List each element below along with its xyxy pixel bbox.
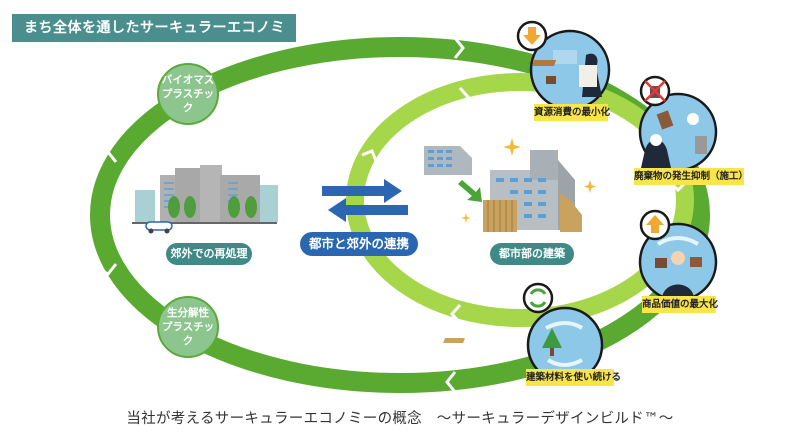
arrow-down-icon [523, 27, 541, 45]
no-trash-icon [644, 80, 666, 102]
outer-chevron-bottom [445, 371, 457, 393]
step-label-value: 商品価値の最大化 [642, 296, 718, 313]
step-label-minimize: 資源消費の最小化 [534, 104, 610, 121]
suburb-city-illustration [132, 165, 278, 234]
city-suburb-link-label: 都市と郊外の連携 [300, 232, 418, 256]
outer-chevron-left-upper [95, 150, 118, 163]
node-biomass-plastic: バイオマス プラスチック [157, 63, 219, 125]
suburb-reprocessing-label: 郊外での再処理 [166, 243, 252, 265]
arrow-right-icon [322, 179, 402, 203]
step-circle-value [638, 209, 718, 302]
inner-chevron-left [361, 149, 378, 162]
sparkle-icon [461, 138, 597, 223]
step-label-waste: 廃棄物の発生抑制（施工） [634, 168, 748, 185]
step-circle-waste [638, 75, 718, 172]
step-circle-reuse [443, 282, 604, 384]
step-label-reuse: 建築材料を使い続ける [526, 369, 621, 386]
node-label-line1: 生分解性 [167, 307, 209, 319]
inner-chevron-top [458, 87, 471, 107]
step-circle-minimize [516, 20, 611, 111]
arrow-up-icon [646, 215, 664, 233]
urban-building-label: 都市部の建築 [490, 243, 574, 265]
node-label-line2: プラスチック [161, 88, 215, 114]
node-biodegradable-plastic: 生分解性 プラスチック [157, 296, 219, 358]
node-label-line2: プラスチック [161, 321, 215, 347]
node-label-line1: バイオマス [161, 74, 215, 86]
outer-chevron-left-lower [95, 263, 118, 276]
diagram-title: まち全体を通したサーキュラーエコノミー [12, 14, 296, 64]
outer-chevron-top [453, 37, 465, 59]
green-arrow-icon [458, 180, 482, 202]
inner-chevron-bottom [449, 304, 462, 324]
arrow-left-icon [328, 198, 408, 222]
diagram-caption: 当社が考えるサーキュラーエコノミーの概念 ～サーキュラーデザインビルド™～ [126, 411, 674, 427]
tree-icon [542, 328, 562, 348]
city-building-illustration [424, 138, 597, 232]
recycle-icon [529, 288, 547, 308]
car-icon [145, 221, 173, 234]
bidirectional-arrows [322, 179, 408, 222]
outer-cycle-ring [90, 37, 710, 393]
